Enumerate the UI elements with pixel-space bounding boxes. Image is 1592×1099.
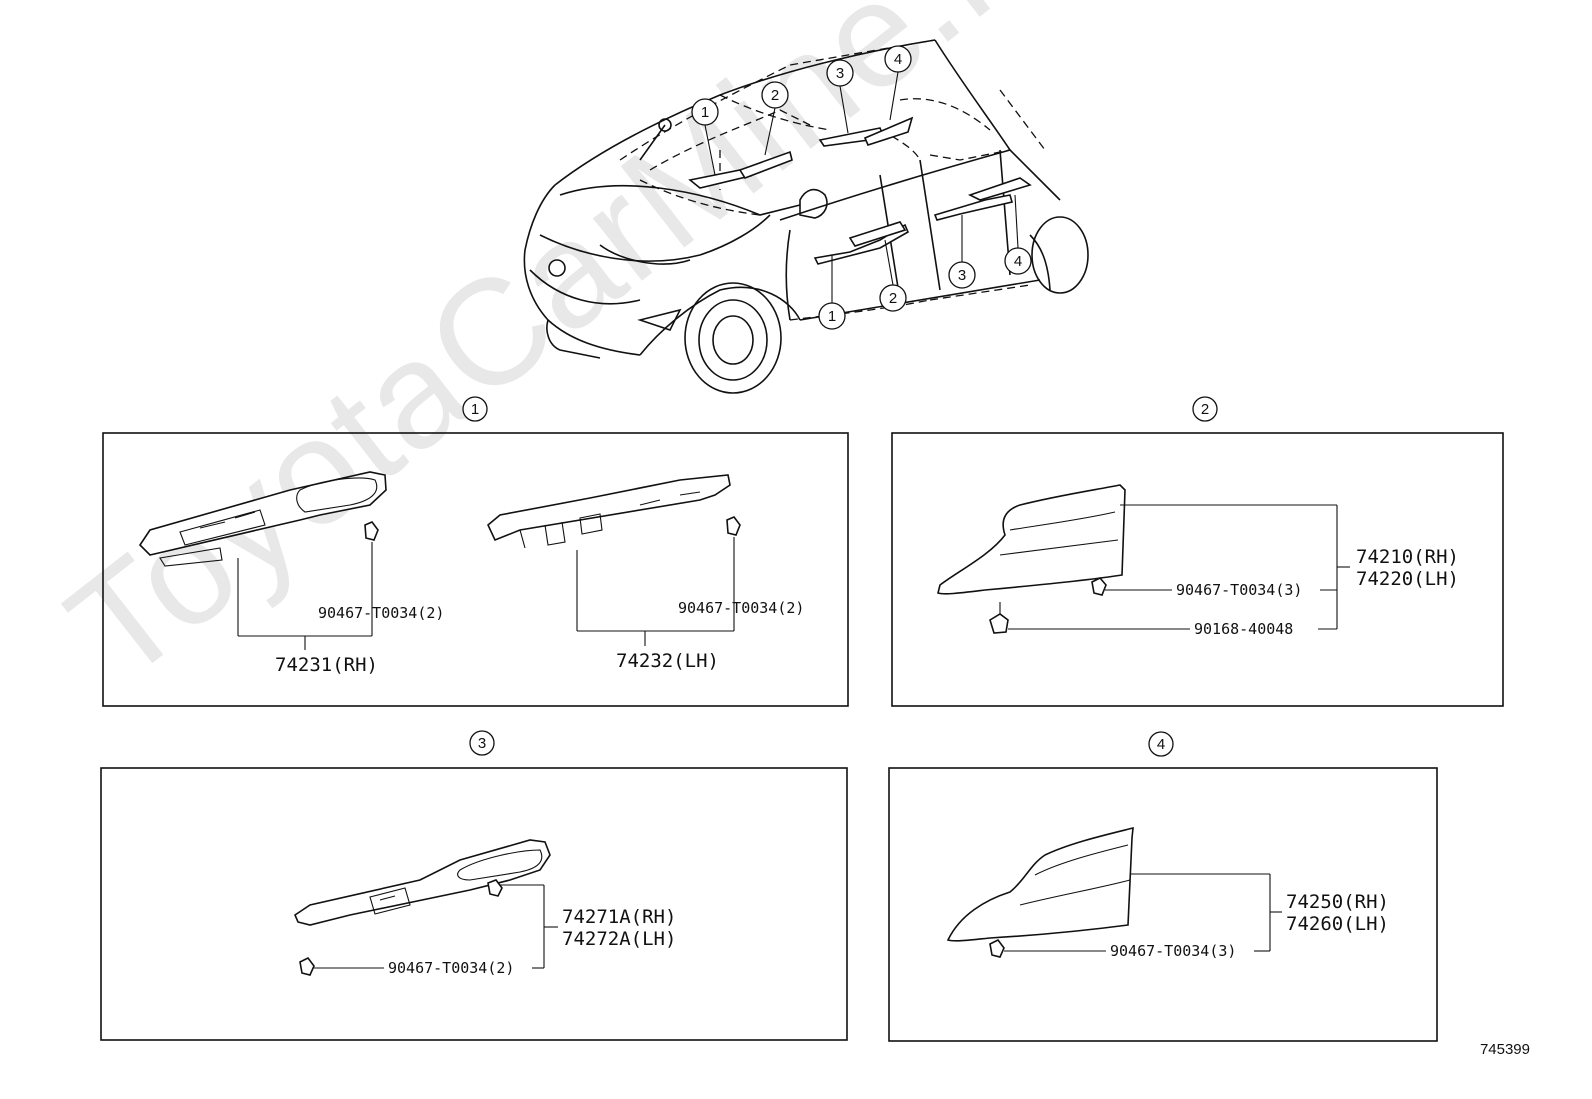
clip-part-number: 90467-T0034(2) (388, 959, 514, 977)
clip-icon[interactable] (726, 516, 741, 536)
figure-id: 745399 (1480, 1041, 1530, 1058)
clip-icon[interactable] (989, 938, 1005, 958)
panel-3-number: 3 (478, 735, 486, 752)
svg-text:2: 2 (771, 87, 779, 104)
panel-3-callout (469, 730, 495, 756)
panel-2-callout (1192, 396, 1218, 422)
part-number-74250-rh: 74250(RH) (1286, 891, 1389, 913)
part-number-74231-rh: 74231(RH) (275, 654, 378, 676)
armrest-74231-rh-drawing[interactable] (138, 471, 387, 556)
clip-icon[interactable] (487, 879, 503, 897)
overview-callout-4-top[interactable]: 4 (884, 45, 912, 73)
bolt-icon[interactable] (989, 613, 1009, 634)
overview-callout-3-top[interactable]: 3 (826, 59, 854, 87)
panel-3: 3 74271A(RH) 74272A(LH) 90467-T0034(2) (100, 730, 848, 1041)
panel-4-number: 4 (1157, 736, 1165, 753)
overview-leader-lines (704, 71, 1019, 303)
clip-part-number: 90467-T0034(2) (678, 599, 804, 617)
clip-part-number: 90467-T0034(3) (1110, 942, 1236, 960)
clip-icon[interactable] (299, 956, 315, 976)
part-number-74210-rh: 74210(RH) (1356, 546, 1459, 568)
armrest-74232-lh-drawing[interactable] (487, 474, 731, 542)
panel-2-number: 2 (1201, 401, 1209, 418)
bolt-part-number: 90168-40048 (1194, 620, 1293, 638)
overview-callout-3-bottom[interactable]: 3 (948, 261, 976, 289)
panel-1: 1 90467-T0034(2) 74231(RH) 90467-T0034(2… (102, 396, 849, 707)
overview-callout-1-top[interactable]: 1 (691, 98, 719, 126)
panel-4: 4 74250(RH) 74260(LH) 90467-T0034(3) (888, 731, 1438, 1042)
panel-1-callout (462, 396, 488, 422)
svg-text:1: 1 (828, 308, 836, 325)
svg-text:1: 1 (701, 104, 709, 121)
panel-1-number: 1 (471, 401, 479, 418)
svg-text:4: 4 (1014, 253, 1022, 270)
car-overview-illustration (523, 39, 1089, 394)
armrest-pad-74250-drawing[interactable] (946, 826, 1134, 942)
overview-callout-2-top[interactable]: 2 (761, 81, 789, 109)
svg-text:3: 3 (958, 267, 966, 284)
panel-2: 2 74210(RH) 74220(LH) 90467-T0034(3) 901… (891, 396, 1504, 707)
part-number-74232-lh: 74232(LH) (616, 650, 719, 672)
panel-2-frame (891, 432, 1504, 707)
panel-4-frame (888, 767, 1438, 1042)
part-number-74220-lh: 74220(LH) (1356, 568, 1459, 590)
panel-3-frame (100, 767, 848, 1041)
part-number-74271a-rh: 74271A(RH) (562, 906, 676, 928)
clip-part-number: 90467-T0034(2) (318, 604, 444, 622)
clip-part-number: 90467-T0034(3) (1176, 581, 1302, 599)
panel-1-frame (102, 432, 849, 707)
svg-text:3: 3 (836, 65, 844, 82)
armrest-74271a-drawing[interactable] (294, 839, 551, 926)
overview-callout-1-bottom[interactable]: 1 (818, 302, 846, 330)
clip-icon[interactable] (1091, 577, 1107, 596)
svg-text:2: 2 (889, 290, 897, 307)
part-number-74260-lh: 74260(LH) (1286, 913, 1389, 935)
clip-icon[interactable] (364, 521, 379, 541)
overview-callout-4-bottom[interactable]: 4 (1004, 247, 1032, 275)
svg-text:4: 4 (894, 51, 902, 68)
armrest-pad-74210-drawing[interactable] (937, 484, 1126, 595)
panel-4-callout (1148, 731, 1174, 757)
overview-callout-2-bottom[interactable]: 2 (879, 284, 907, 312)
part-number-74272a-lh: 74272A(LH) (562, 928, 676, 950)
